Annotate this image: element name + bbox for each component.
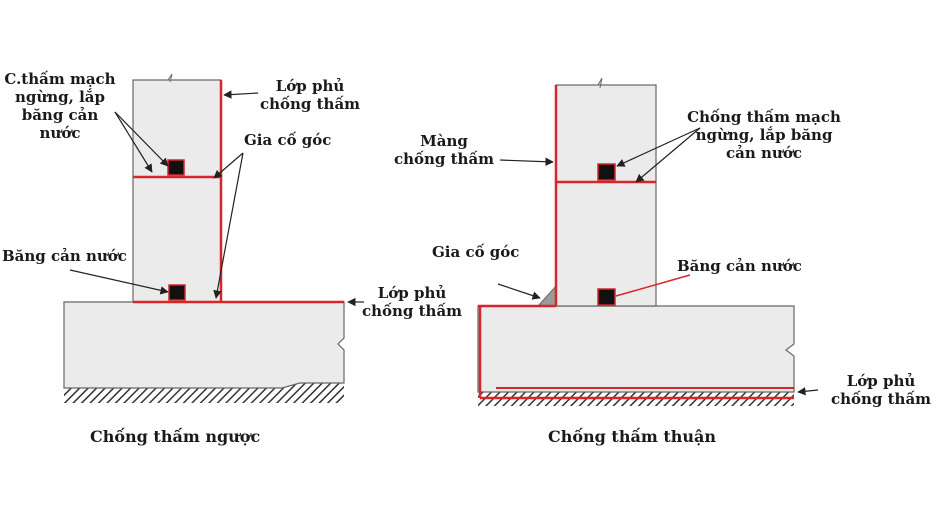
left-arrow-waterstop bbox=[69, 269, 169, 295]
right-arrow-waterstop bbox=[615, 274, 691, 297]
right-label-coating-bottom: Lớp phủ chống thấm bbox=[830, 372, 932, 408]
left-break-mark bbox=[167, 73, 173, 83]
right-label-membrane: Màng chống thấm bbox=[393, 132, 495, 168]
right-arrow-membrane bbox=[499, 157, 554, 166]
right-diagram bbox=[477, 77, 819, 406]
left-slab bbox=[63, 301, 345, 389]
right-break-mark bbox=[597, 77, 603, 89]
right-arrow-coating-bottom bbox=[797, 387, 819, 396]
left-lower-wall bbox=[132, 176, 222, 303]
left-diagram bbox=[63, 73, 364, 403]
left-upper-wall bbox=[132, 79, 222, 178]
left-waterstop-lower bbox=[168, 284, 186, 301]
right-slab bbox=[477, 305, 795, 393]
right-arrow-corner bbox=[497, 283, 541, 300]
right-arrow-joint-2 bbox=[635, 127, 701, 183]
right-label-waterstop: Băng cản nước bbox=[677, 257, 802, 275]
right-corner-fillet bbox=[536, 284, 557, 307]
left-label-joint-sealing: C.thấm mạch ngừng, lắp băng cản nước bbox=[4, 70, 116, 142]
left-label-corner-reinforce: Gia cố góc bbox=[244, 131, 332, 149]
left-label-waterstop: Băng cản nước bbox=[2, 247, 127, 265]
left-arrow-joint-2 bbox=[114, 111, 169, 167]
right-waterstop-lower bbox=[597, 288, 616, 306]
left-label-coating-slab: Lớp phủ chống thấm bbox=[361, 284, 463, 320]
right-label-corner-reinforce: Gia cố góc bbox=[432, 243, 520, 261]
left-waterstop-upper bbox=[167, 159, 185, 176]
right-caption: Chống thấm thuận bbox=[548, 427, 716, 446]
right-waterstop-upper bbox=[597, 163, 616, 181]
left-arrow-coating-top bbox=[223, 90, 259, 99]
right-lower-wall bbox=[555, 181, 657, 307]
left-arrow-corner-2 bbox=[213, 152, 244, 299]
right-label-joint-sealing: Chống thấm mạch ngừng, lắp băng cản nước bbox=[687, 108, 841, 162]
left-arrow-joint-1 bbox=[114, 111, 153, 173]
left-arrow-corner-1 bbox=[213, 152, 244, 179]
right-arrow-joint-1 bbox=[616, 127, 701, 167]
left-caption: Chống thấm ngược bbox=[90, 427, 261, 446]
left-label-coating-top: Lớp phủ chống thấm bbox=[259, 77, 361, 113]
